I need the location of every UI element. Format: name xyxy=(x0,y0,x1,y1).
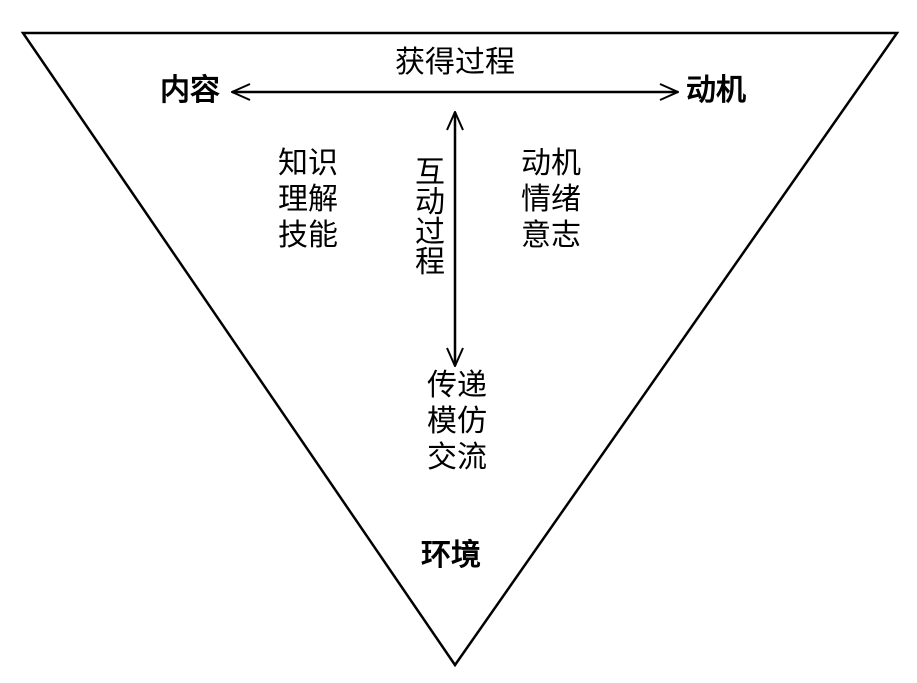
content-label: 内容 xyxy=(160,73,220,108)
list-item: 模仿 xyxy=(427,404,487,439)
list-item: 意志 xyxy=(521,218,581,253)
environment-label: 环境 xyxy=(421,538,481,573)
cognitive-aspects-list: 知识 理解 技能 xyxy=(272,146,344,254)
motivation-label: 动机 xyxy=(686,73,746,108)
vertical-char: 过 xyxy=(415,215,445,250)
list-item: 知识 xyxy=(278,146,338,181)
inverted-triangle xyxy=(20,31,900,668)
list-item: 交流 xyxy=(427,440,487,475)
list-item: 情绪 xyxy=(521,182,581,217)
acquisition-process-label: 获得过程 xyxy=(395,45,515,80)
list-item: 动机 xyxy=(521,146,581,181)
vertical-char: 互 xyxy=(415,155,445,190)
vertical-char: 动 xyxy=(415,185,445,220)
interaction-modes-list: 传递 模仿 交流 xyxy=(421,368,493,476)
vertical-char: 程 xyxy=(415,245,445,280)
list-item: 技能 xyxy=(278,218,338,253)
list-item: 理解 xyxy=(278,182,338,217)
list-item: 传递 xyxy=(427,368,487,403)
interaction-process-label: 互 动 过 程 xyxy=(413,158,447,278)
affective-aspects-list: 动机 情绪 意志 xyxy=(515,146,587,254)
